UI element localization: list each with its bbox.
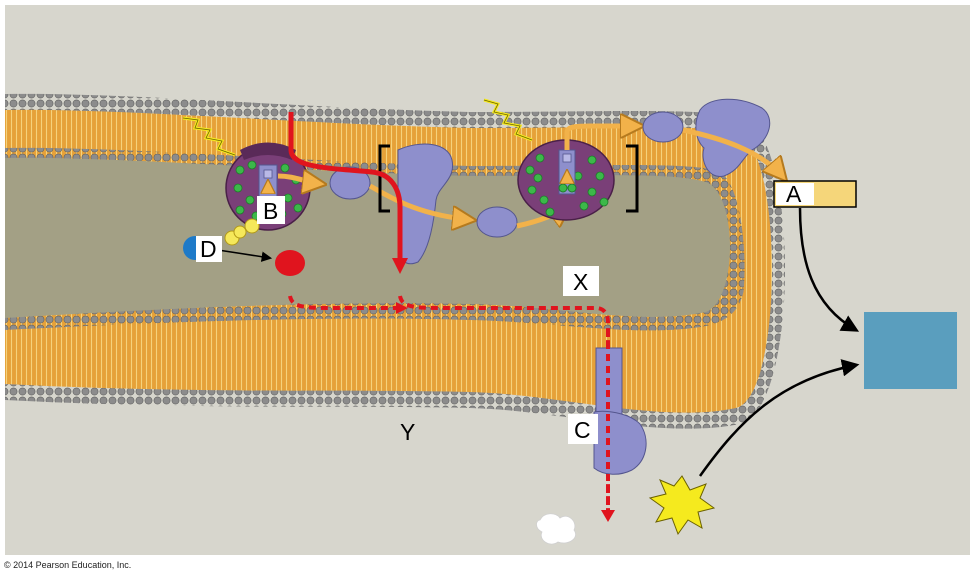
nadp-reductase — [695, 98, 771, 177]
arrow-burst-to-box — [698, 359, 860, 477]
arrow-d-to-red — [217, 249, 273, 262]
white-molecule — [536, 513, 576, 545]
plastocyanin — [476, 206, 518, 238]
ferredoxin — [642, 111, 684, 143]
proton-gradient-path — [288, 295, 398, 310]
label-a: A — [786, 181, 802, 207]
label-d-box — [196, 236, 222, 262]
electron-path-2 — [368, 183, 472, 220]
proton-flow-path — [398, 295, 610, 510]
oxygen-evolving-complex — [224, 218, 260, 246]
label-b: B — [263, 198, 278, 224]
label-x-box — [563, 266, 599, 296]
electron-path-5 — [682, 127, 784, 178]
arrow-a-to-box — [798, 207, 860, 332]
label-y: Y — [400, 419, 415, 445]
red-proton-path — [288, 112, 403, 258]
label-c: C — [574, 417, 591, 443]
label-d: D — [200, 236, 217, 262]
label-c-box — [568, 414, 598, 444]
output-box — [864, 312, 957, 389]
copyright-notice: © 2014 Pearson Education, Inc. — [4, 560, 132, 570]
label-x: X — [573, 269, 588, 295]
membrane-lower-tails — [5, 240, 752, 381]
red-molecule — [275, 250, 305, 276]
label-b-box — [257, 196, 285, 224]
electron-path-1 — [277, 176, 322, 184]
light-burst — [648, 475, 716, 536]
cytochrome-complex — [397, 143, 454, 265]
electron-path-4 — [564, 126, 640, 150]
bracket-left — [378, 144, 390, 213]
bracket-right — [626, 144, 639, 213]
photosystem-i — [517, 139, 615, 221]
plastoquinone — [329, 166, 371, 200]
